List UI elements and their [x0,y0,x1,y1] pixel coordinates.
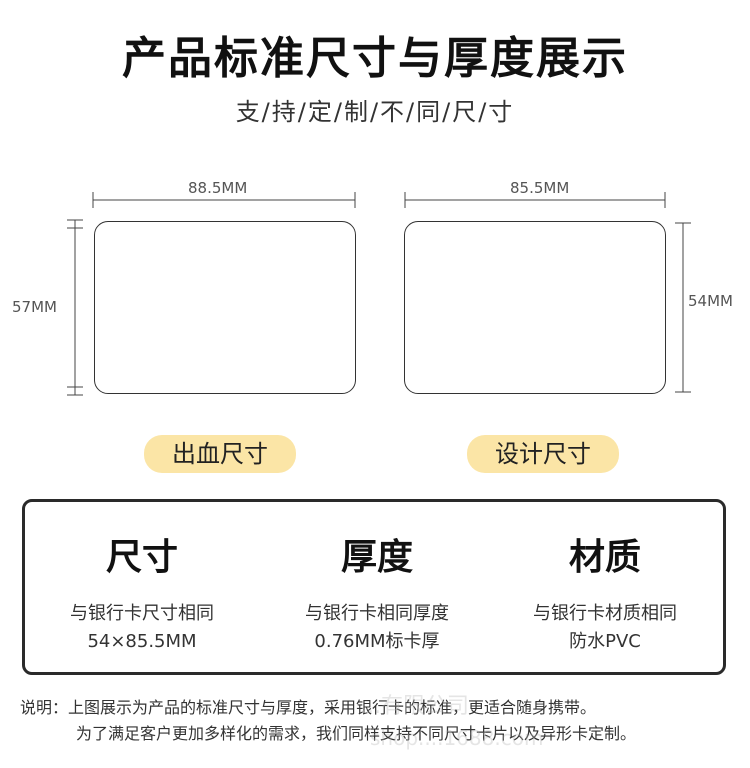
design-size-card [404,221,666,394]
spec-thickness-column: 厚度 与银行卡相同厚度 0.76MM标卡厚 [260,502,494,656]
left-height-label: 57MM [12,298,57,316]
watermark-url: shop....1688.com [370,726,544,750]
spec-material-line2: 防水PVC [569,631,641,652]
dimension-diagram [67,192,691,396]
watermark-text: ...有限公司 [360,694,469,719]
spec-size-column: 尺寸 与银行卡尺寸相同 54×85.5MM [25,502,259,656]
spec-size-heading: 尺寸 [105,537,178,578]
note-line-2: 为了满足客户更加多样化的需求，我们同样支持不同尺寸卡片以及异形卡定制。 [76,724,637,743]
spec-size-line2: 54×85.5MM [87,631,197,652]
spec-thickness-heading: 厚度 [340,537,413,578]
bleed-size-tag: 出血尺寸 [144,435,296,473]
spec-material-line1: 与银行卡材质相同 [533,603,677,624]
bleed-size-card [94,221,356,394]
page-title: 产品标准尺寸与厚度展示 [122,33,628,84]
design-size-tag: 设计尺寸 [467,435,619,473]
right-height-label: 54MM [688,292,733,310]
spec-material-column: 材质 与银行卡材质相同 防水PVC [488,502,722,656]
spec-material-heading: 材质 [568,537,641,578]
right-width-label: 85.5MM [510,179,570,197]
spec-thickness-line2: 0.76MM标卡厚 [314,631,440,652]
note-line-1: 说明：上图展示为产品的标准尺寸与厚度，采用银行卡的标准，更适合随身携带。 [20,698,597,717]
spec-thickness-line1: 与银行卡相同厚度 [305,603,449,624]
page-subtitle: 支/持/定/制/不/同/尺/寸 [235,98,515,126]
left-width-label: 88.5MM [188,179,248,197]
spec-size-line1: 与银行卡尺寸相同 [70,603,214,624]
spec-info-box: 尺寸 与银行卡尺寸相同 54×85.5MM 厚度 与银行卡相同厚度 0.76MM… [22,499,726,675]
